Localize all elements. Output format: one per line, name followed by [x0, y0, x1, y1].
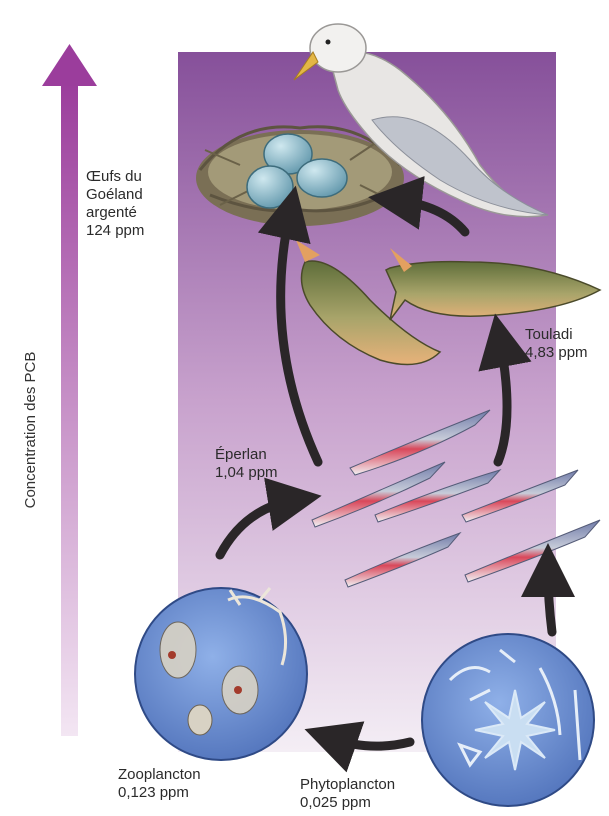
zooplankton-label: Zooplancton 0,123 ppm: [118, 766, 201, 802]
gull-eggs-line1: Œufs du: [86, 168, 144, 186]
concentration-arrow: [42, 44, 97, 736]
smelt-value: 1,04 ppm: [215, 464, 278, 482]
smelt-label: Éperlan 1,04 ppm: [215, 446, 278, 482]
phytoplankton-name: Phytoplancton: [300, 776, 395, 794]
phytoplankton-circle: [422, 634, 594, 806]
gull-eggs-value: 124 ppm: [86, 222, 144, 240]
phytoplankton-label: Phytoplancton 0,025 ppm: [300, 776, 395, 812]
axis-label: Concentration des PCB: [22, 352, 39, 509]
trout-name: Touladi: [525, 326, 588, 344]
gull-eggs-line2: Goéland: [86, 186, 144, 204]
phytoplankton-value: 0,025 ppm: [300, 794, 395, 812]
zooplankton-name: Zooplancton: [118, 766, 201, 784]
gull-eggs-label: Œufs du Goéland argenté 124 ppm: [86, 168, 144, 240]
gull-eggs-line3: argenté: [86, 204, 144, 222]
smelt-name: Éperlan: [215, 446, 278, 464]
zooplankton-value: 0,123 ppm: [118, 784, 201, 802]
trout-value: 4,83 ppm: [525, 344, 588, 362]
trout-label: Touladi 4,83 ppm: [525, 326, 588, 362]
zooplankton-circle: [135, 588, 307, 760]
